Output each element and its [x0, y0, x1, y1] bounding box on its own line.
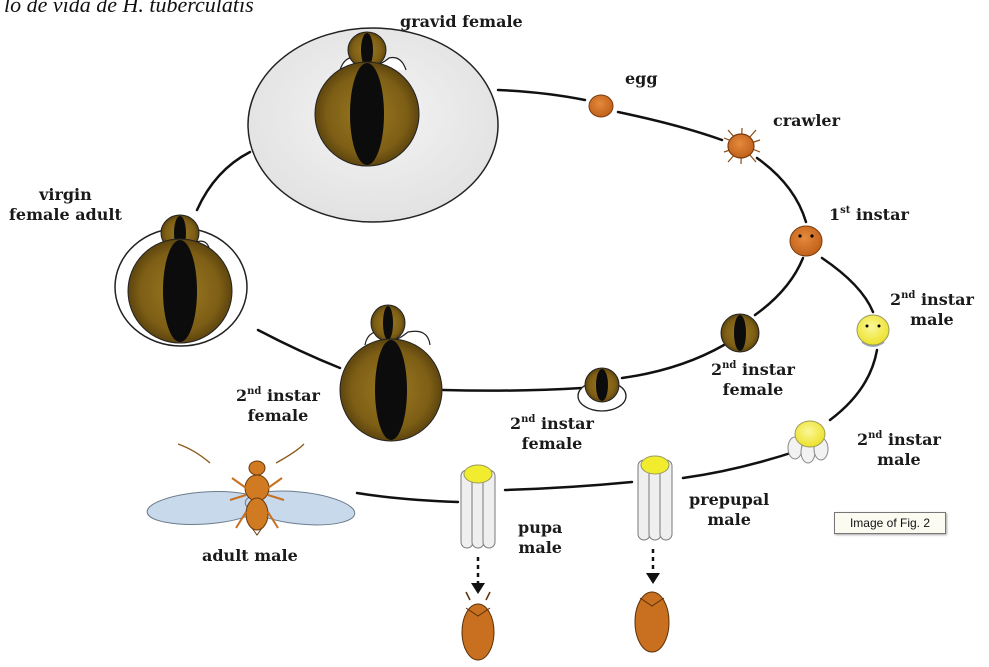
line-1st-to-2nd-female — [755, 258, 803, 315]
line-2nd-female-to-2nd-female-b — [622, 345, 724, 378]
line-pupa-to-adult — [357, 493, 458, 502]
line-gravid-to-egg — [498, 90, 585, 100]
figure-title: lo de vida de H. tuberculatis — [4, 0, 254, 18]
adult-male-shape — [146, 444, 356, 535]
crawler-shape — [724, 128, 760, 164]
second-instar-female-a-shape — [721, 314, 759, 352]
virgin-female-shape — [115, 215, 247, 346]
line-male-wax-to-prepupal — [683, 450, 800, 478]
label-first-instar: 1st instar — [829, 205, 909, 225]
line-female-c-to-virgin — [258, 330, 340, 368]
label-adult-male: adult male — [202, 546, 298, 566]
second-instar-male-shape — [857, 315, 889, 346]
line-male-to-male-wax — [830, 350, 877, 420]
label-gravid-female: gravid female — [400, 12, 523, 32]
line-prepupal-to-pupa — [505, 482, 632, 490]
line-female-b-to-female-c — [443, 388, 582, 391]
gravid-female-scale — [248, 28, 498, 222]
image-tooltip: Image of Fig. 2 — [834, 512, 946, 534]
first-instar-shape — [790, 226, 822, 256]
second-instar-female-b-shape — [578, 368, 626, 411]
label-crawler: crawler — [773, 111, 840, 131]
line-1st-to-2nd-male — [822, 258, 873, 312]
second-instar-male-wax-shape — [788, 421, 828, 463]
pupa-male-shape — [461, 465, 495, 660]
egg-shape — [589, 95, 613, 117]
line-egg-to-crawler — [618, 112, 722, 140]
label-egg: egg — [625, 69, 658, 89]
prepupal-male-shape — [635, 456, 672, 652]
line-virgin-to-gravid — [197, 152, 250, 210]
second-instar-female-c-shape — [340, 305, 442, 441]
line-crawler-to-1st — [757, 158, 806, 222]
